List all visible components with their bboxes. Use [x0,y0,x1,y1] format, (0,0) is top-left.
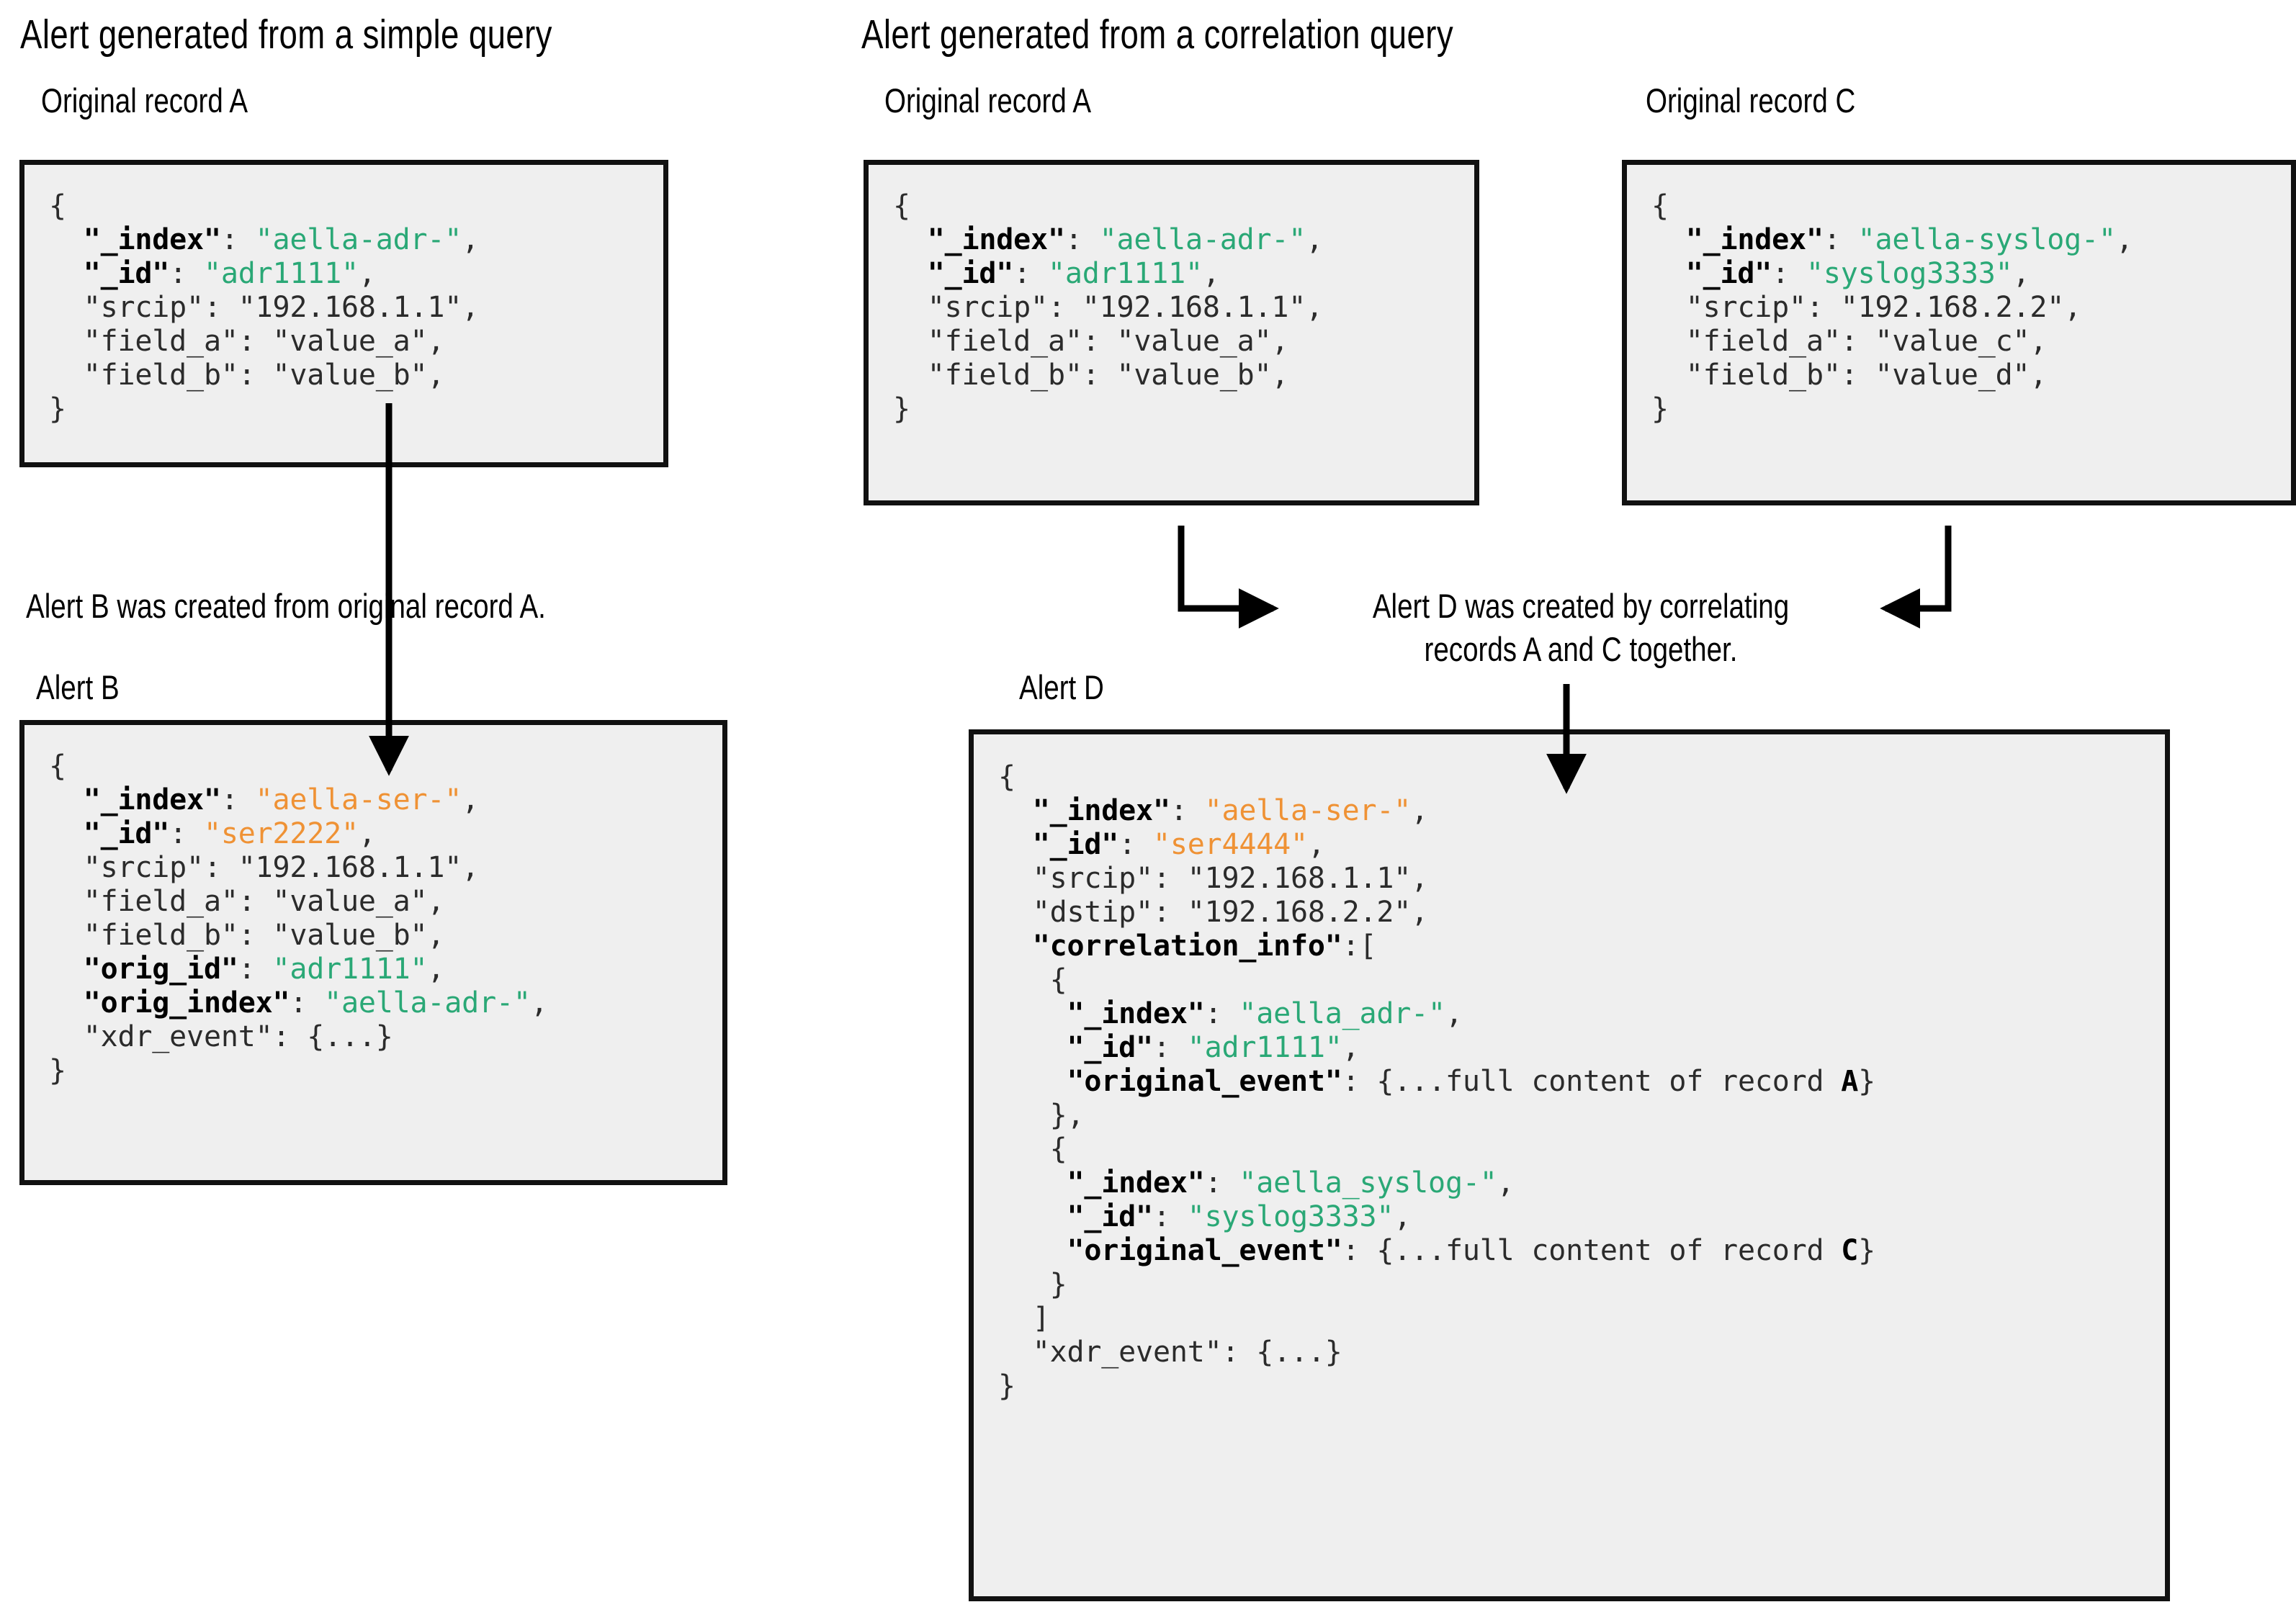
arrow-record-a-to-annotation [1178,526,1279,629]
left-record-a-label: Original record A [41,81,248,120]
right-annotation-line-2: records A and C together. [1424,630,1738,669]
left-record-a-box: { "_index": "aella-adr-", "_id": "adr111… [19,160,668,467]
left-annotation: Alert B was created from original record… [26,587,546,625]
left-record-a-code: { "_index": "aella-adr-", "_id": "adr111… [49,189,480,426]
arrow-record-c-to-annotation [1880,526,1952,629]
alert-d-code: { "_index": "aella-ser-", "_id": "ser444… [998,760,1876,1403]
alert-b-code: { "_index": "aella-ser-", "_id": "ser222… [49,750,548,1087]
alert-b-box: { "_index": "aella-ser-", "_id": "ser222… [19,720,727,1185]
alert-d-box: { "_index": "aella-ser-", "_id": "ser444… [969,729,2170,1601]
right-annotation: Alert D was created by correlating recor… [1353,585,1808,671]
right-record-a-code: { "_index": "aella-adr-", "_id": "adr111… [893,189,1324,426]
left-alert-b-label: Alert B [36,668,120,706]
left-panel-heading: Alert generated from a simple query [20,12,552,58]
right-record-a-label: Original record A [884,81,1092,120]
right-panel-heading: Alert generated from a correlation query [861,12,1454,58]
right-record-c-label: Original record C [1646,81,1856,120]
alert-d-label: Alert D [1019,668,1104,706]
right-record-c-box: { "_index": "aella-syslog-", "_id": "sys… [1622,160,2296,505]
right-record-c-code: { "_index": "aella-syslog-", "_id": "sys… [1651,189,2133,426]
right-record-a-box: { "_index": "aella-adr-", "_id": "adr111… [864,160,1479,505]
right-annotation-line-1: Alert D was created by correlating [1372,587,1790,625]
